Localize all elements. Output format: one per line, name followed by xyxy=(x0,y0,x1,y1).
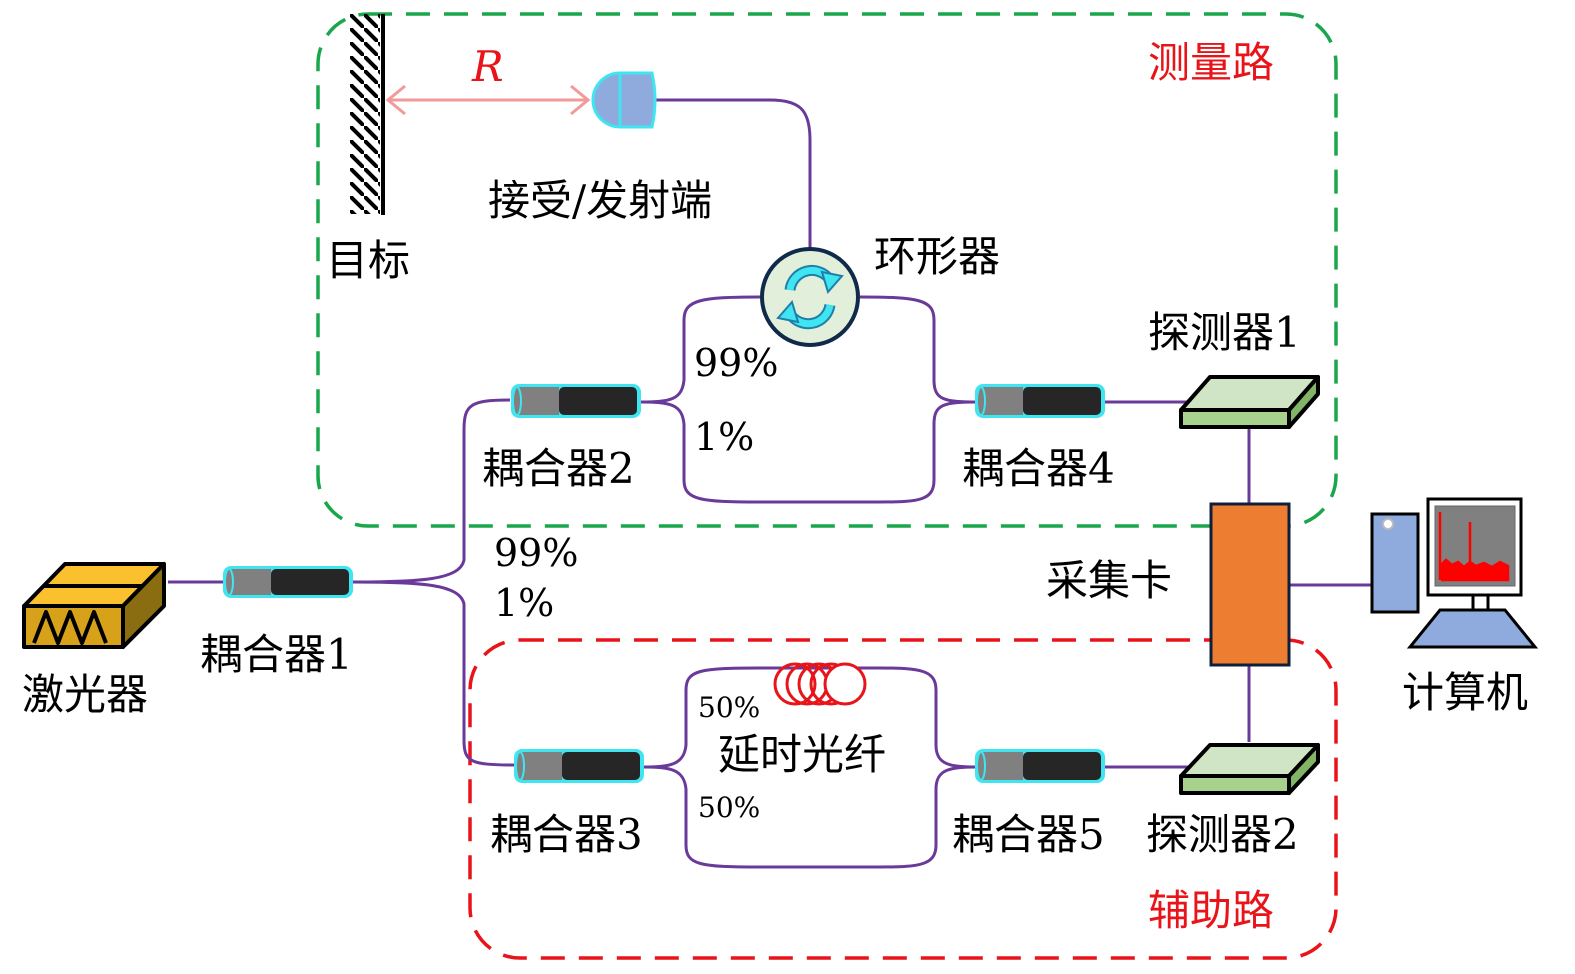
coupler3-icon xyxy=(514,749,644,783)
auxiliary-path-region xyxy=(468,638,1338,960)
target-label: 目标 xyxy=(326,236,411,285)
coupler2-icon xyxy=(511,384,641,418)
transceiver-label: 接受/发射端 xyxy=(488,176,713,225)
detector1-label: 探测器1 xyxy=(1148,308,1301,357)
circulator-icon xyxy=(760,247,860,347)
coupler1-lower-ratio: 1% xyxy=(494,581,555,625)
coupler3-lower-ratio: 50% xyxy=(698,791,761,824)
coupler2-lower-ratio: 1% xyxy=(694,415,755,459)
coupler1-upper-ratio: 99% xyxy=(494,531,579,575)
detector2-icon xyxy=(1179,743,1320,795)
delay-fiber-label: 延时光纤 xyxy=(718,730,887,779)
range-label: R xyxy=(472,42,504,91)
daq-card-label: 采集卡 xyxy=(1046,556,1173,605)
range-arrow xyxy=(385,84,591,116)
coupler2-upper-ratio: 99% xyxy=(694,341,779,385)
transceiver-icon xyxy=(591,71,657,129)
daq-card-icon xyxy=(1209,502,1291,667)
detector1-icon xyxy=(1179,375,1320,429)
coupler2-label: 耦合器2 xyxy=(482,444,635,493)
measurement-path-region xyxy=(316,12,1338,528)
measurement-path-label: 测量路 xyxy=(1148,38,1275,87)
coupler5-label: 耦合器5 xyxy=(952,810,1105,859)
target-mirror-icon xyxy=(350,14,385,215)
detector2-label: 探测器2 xyxy=(1146,810,1299,859)
coupler4-label: 耦合器4 xyxy=(962,444,1115,493)
coupler3-upper-ratio: 50% xyxy=(698,691,761,724)
laser-icon xyxy=(22,562,166,649)
fiber-lines xyxy=(168,98,1372,869)
laser-label: 激光器 xyxy=(22,670,149,719)
coupler4-icon xyxy=(975,384,1105,418)
coupler3-label: 耦合器3 xyxy=(490,810,643,859)
auxiliary-path-label: 辅助路 xyxy=(1148,886,1275,935)
coupler1-icon xyxy=(223,566,353,598)
circulator-label: 环形器 xyxy=(874,232,1001,281)
computer-icon xyxy=(1370,497,1539,649)
delay-fiber-coil-icon xyxy=(773,662,867,706)
computer-label: 计算机 xyxy=(1402,668,1529,717)
coupler5-icon xyxy=(975,749,1105,783)
coupler1-label: 耦合器1 xyxy=(200,630,353,679)
